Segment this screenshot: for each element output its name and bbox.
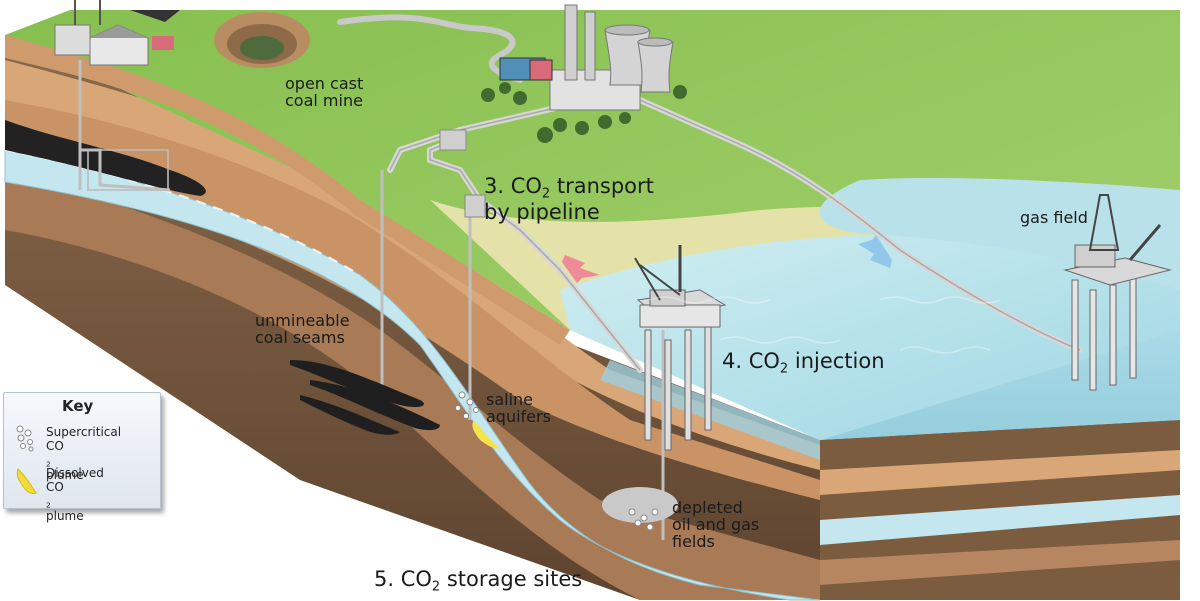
transport-line2: by pipeline [484, 201, 654, 223]
key-title: Key [62, 397, 93, 415]
storage-sub: 2 [432, 580, 440, 595]
storage-prefix: 5. CO [374, 567, 432, 591]
label-unmineable-coal-seams: unmineable coal seams [255, 313, 350, 347]
key-supercritical-line1: Supercritical [46, 426, 121, 440]
injection-sub: 2 [780, 362, 788, 377]
injection-prefix: 4. CO [722, 349, 780, 373]
depleted-line3: fields [672, 534, 759, 551]
saline-line2: aquifers [486, 409, 551, 426]
storage-suffix: storage sites [440, 567, 582, 591]
open-cast-mine [214, 12, 310, 68]
key-dissolved-label: Dissolved CO 2 plume [46, 467, 104, 524]
unmineable-line2: coal seams [255, 330, 350, 347]
transport-prefix: 3. CO [484, 174, 542, 198]
key-dissolved-prefix: CO [46, 481, 104, 495]
label-gas-field: gas field [1020, 210, 1088, 227]
key-dissolved-sub: 2 [46, 500, 51, 509]
label-co2-transport: 3. CO2 transport by pipeline [484, 175, 654, 223]
label-saline-aquifers: saline aquifers [486, 392, 551, 426]
label-depleted-fields: depleted oil and gas fields [672, 500, 759, 550]
label-co2-storage-sites: 5. CO2 storage sites [374, 568, 582, 594]
injection-suffix: injection [788, 349, 884, 373]
dissolved-plume-icon [12, 465, 40, 499]
transport-suffix: transport [550, 174, 654, 198]
label-open-cast-coal-mine: open cast coal mine [285, 76, 363, 110]
supercritical-plume-icon [12, 423, 40, 453]
key-dissolved-suffix: plume [46, 510, 104, 524]
open-cast-line2: coal mine [285, 93, 363, 110]
label-co2-injection: 4. CO2 injection [722, 350, 885, 376]
key-supercritical-prefix: CO [46, 440, 121, 454]
key-dissolved-line1: Dissolved [46, 467, 104, 481]
